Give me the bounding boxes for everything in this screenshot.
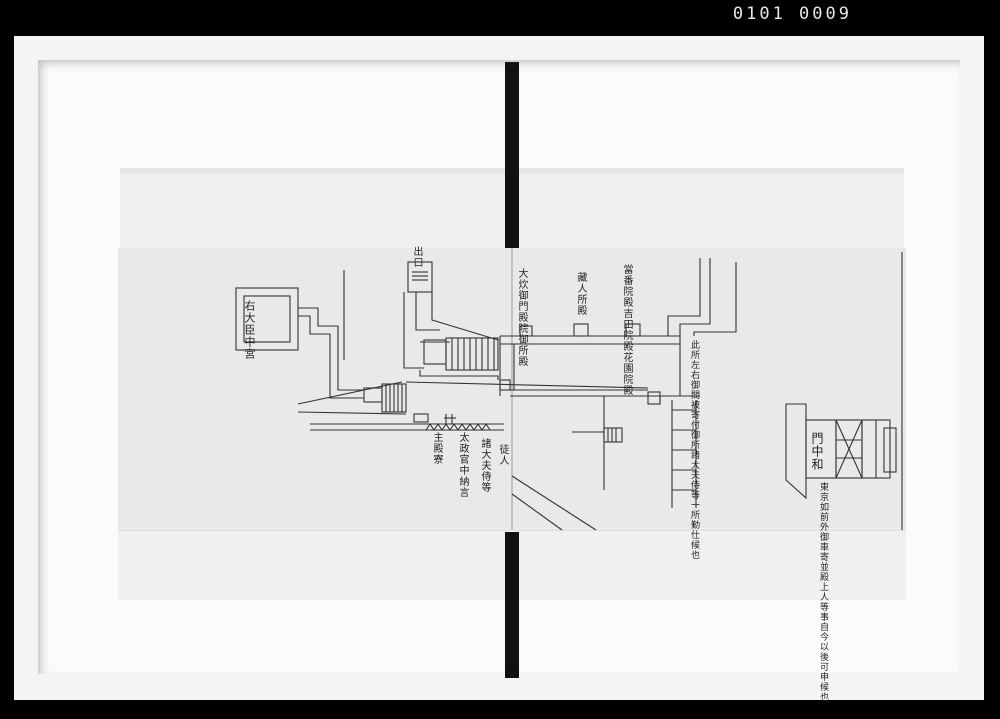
label-top-left-room: 右大臣中宮	[243, 300, 256, 360]
building-top-left	[235, 287, 299, 351]
label-column-3: 當番院殿吉田院殿花園院殿	[621, 264, 632, 396]
binding-strip-bottom	[505, 532, 519, 678]
label-upper-stair: 出口	[411, 246, 422, 268]
binding-strip-top	[505, 62, 519, 248]
stair-center-treads	[451, 338, 495, 370]
label-bottom-left-2: 太政官中納言	[457, 432, 468, 498]
building-top-left-inner	[243, 295, 291, 343]
label-note-block: 此所左右御間被寄付御所諸大夫侍等一所勤仕候也	[689, 340, 699, 560]
label-bottom-right-note: 東京如前外御車寄並殿上人等事自今以後可申候也	[818, 482, 828, 702]
label-bottom-left-4: 徒人	[497, 444, 508, 466]
label-gate: 門中和	[810, 432, 824, 471]
label-column-1: 大炊御門殿院御所殿	[516, 268, 527, 367]
label-column-2: 藏人所殿	[575, 272, 586, 316]
label-bottom-left-3: 諸大夫侍等	[479, 438, 490, 493]
label-bottom-left-1: 主殿寮	[431, 432, 442, 465]
floor-plan	[235, 252, 903, 531]
stair-left-treads	[385, 384, 403, 412]
film-frame-number: 0101 0009	[732, 4, 852, 24]
